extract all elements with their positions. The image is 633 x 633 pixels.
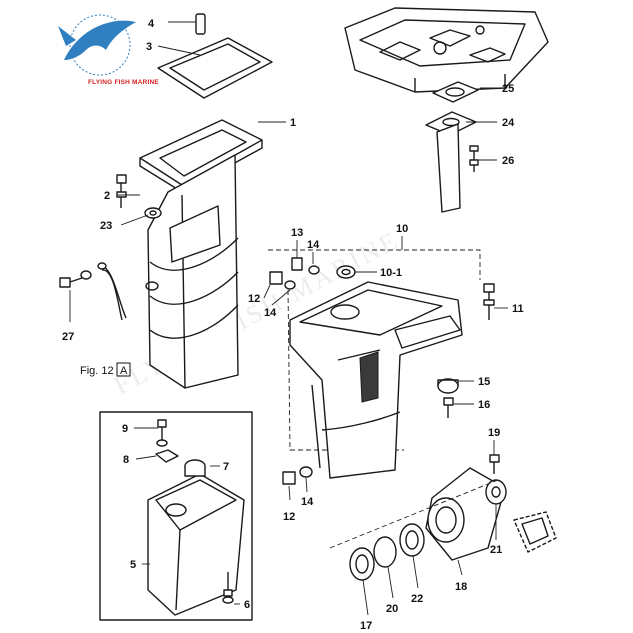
bolt-part-2: [116, 174, 127, 208]
callout-10: 10: [396, 223, 408, 235]
callout-17: 17: [360, 620, 372, 632]
figure-ref-box: [116, 362, 131, 377]
callout-3: 3: [146, 41, 152, 53]
callout-12-a: 12: [248, 293, 260, 305]
bearing-part-22: [399, 523, 425, 557]
callout-14-b: 14: [264, 307, 277, 319]
powerhead-part: [344, 7, 549, 93]
callout-16: 16: [478, 399, 490, 411]
bolt-part-9: [156, 419, 168, 447]
callout-2: 2: [104, 190, 110, 202]
water-hose: [97, 262, 127, 321]
impeller-part-7: [184, 459, 206, 477]
callout-1: 1: [290, 117, 296, 129]
bolt-part-6: [222, 572, 234, 604]
callout-18: 18: [455, 581, 467, 593]
figure-reference: Fig. 12 A: [80, 362, 131, 377]
bolt-part-16: [443, 397, 454, 418]
inset-box: [99, 411, 253, 621]
callout-8: 8: [123, 454, 129, 466]
callout-19: 19: [488, 427, 500, 439]
gasket-part-25: [432, 81, 479, 103]
callout-10-1: 10-1: [380, 267, 402, 279]
figure-ref-symbol: A: [120, 365, 128, 377]
figure-label: Fig. 12: [80, 365, 114, 377]
callout-14-c: 14: [301, 496, 314, 508]
fish-logo-icon: [64, 20, 136, 60]
bearing-part-17: [349, 547, 375, 581]
lower-casing-part-10: [268, 249, 481, 479]
callout-23: 23: [100, 220, 112, 232]
washer-part-14a: [308, 265, 320, 275]
washer-part-14c: [299, 466, 313, 478]
callout-11: 11: [512, 303, 524, 315]
pin-part-4: [195, 13, 206, 35]
key-part-8: [155, 449, 179, 463]
propeller-shaft-housing-part-18: [425, 467, 506, 561]
washer-part-21: [485, 479, 507, 505]
logo-ring: [69, 14, 131, 76]
callout-25: 25: [502, 83, 514, 95]
callout-5: 5: [130, 559, 136, 571]
callout-21: 21: [490, 544, 502, 556]
leader-lines: [69, 21, 508, 616]
grommet-part-10-1: [336, 265, 356, 279]
callout-7: 7: [223, 461, 229, 473]
plug-part-13: [291, 257, 303, 271]
callout-20: 20: [386, 603, 398, 615]
bolt-part-19: [489, 454, 500, 474]
callout-26: 26: [502, 155, 514, 167]
pump-housing-part-5: [147, 473, 245, 616]
callout-6: 6: [244, 599, 250, 611]
bolts-part-26: [469, 145, 479, 172]
bolt-part-11: [483, 283, 495, 320]
bolt-part-27: [59, 270, 92, 288]
callout-24: 24: [502, 117, 515, 129]
exhaust-tube-part-24: [425, 111, 477, 213]
callouts: 4 3 1 2 23 27 25 24 26 10 10-1 11 13 14 …: [62, 18, 524, 632]
callout-15: 15: [478, 376, 490, 388]
callout-12-b: 12: [283, 511, 295, 523]
shaft-axis-line: [329, 479, 499, 549]
callout-13: 13: [291, 227, 303, 239]
gasket-part-3: [157, 37, 273, 99]
plug-part-12a: [269, 271, 283, 285]
callout-22: 22: [411, 593, 423, 605]
brand-logo: FLYING FISH MARINE: [58, 14, 159, 86]
fish-fin-icon: [58, 26, 76, 46]
mount-part-15: [437, 378, 459, 394]
upper-casing-part-1: [139, 119, 263, 389]
callout-27: 27: [62, 331, 74, 343]
callout-4: 4: [148, 18, 155, 30]
callout-9: 9: [122, 423, 128, 435]
brand-name: FLYING FISH MARINE: [88, 79, 159, 86]
callout-14-a: 14: [307, 239, 320, 251]
plug-part-12b: [282, 471, 296, 485]
o-ring-part-20: [373, 536, 397, 568]
grommet-part-23: [144, 207, 162, 219]
propeller-hub: [513, 511, 557, 553]
washer-part-14b: [284, 280, 296, 290]
